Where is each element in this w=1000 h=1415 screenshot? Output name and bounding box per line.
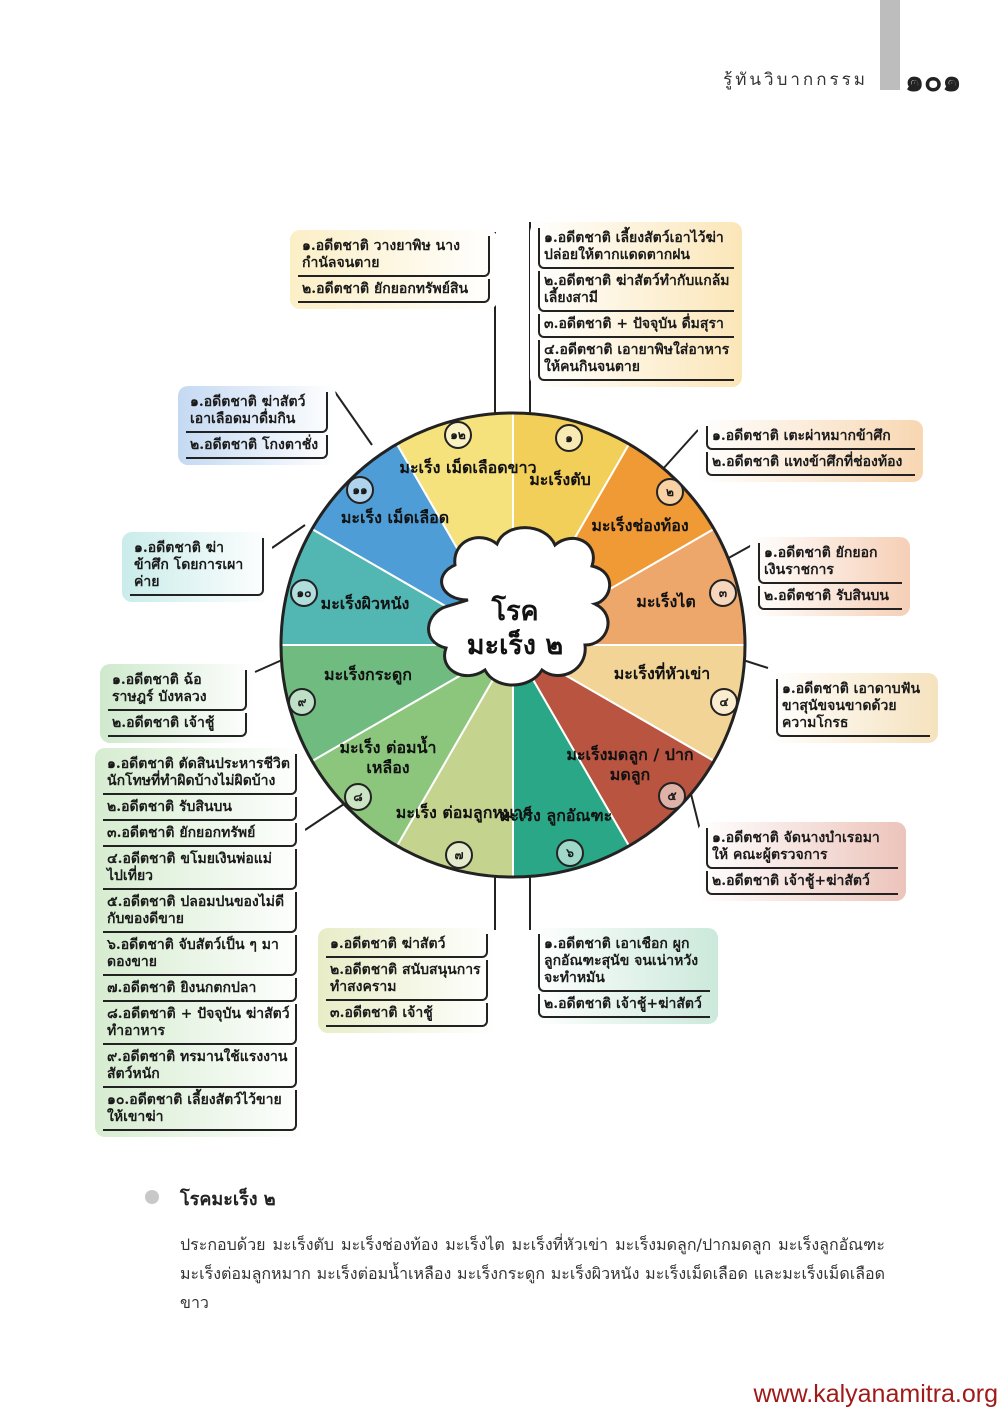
connector-line-5 (689, 789, 701, 831)
connector-line-11 (334, 391, 373, 446)
wheel-outline (279, 411, 747, 879)
causes-seg9-box: ๑.อดีตชาติ ฉ้อราษฎร์ บังหลวง๒.อดีตชาติ เ… (100, 664, 255, 743)
segment-number-2: ๒ (656, 478, 684, 506)
connector-line-8 (304, 799, 351, 831)
connector-line-2 (661, 429, 699, 471)
cause-item: ๑.อดีตชาติ จัดนางบำเรอมาให้ คณะผู้ตรวจกา… (706, 828, 898, 869)
segment-label-8: มะเร็ง ต่อมน้ำเหลือง (339, 738, 437, 777)
causes-seg6-box: ๑.อดีตชาติ เอาเชือก ผูกลูกอัณฑะสุนัข จนเ… (530, 928, 718, 1024)
cause-item: ๒.อดีตชาติ เจ้าชู้+ฆ่าสัตว์ (706, 871, 898, 895)
segment-number-1: ๑ (555, 424, 583, 452)
segment-number-8: ๘ (344, 783, 372, 811)
segment-number-10: ๑๐ (290, 579, 318, 607)
cause-item: ๑.อดีตชาติ ตัดสินประหารชีวิต นักโทษที่ทำ… (103, 754, 297, 795)
cause-item: ๕.อดีตชาติ ปลอมปนของไม่ดี กับของดีขาย (103, 892, 297, 933)
center-title: โรค มะเร็ง ๒ (440, 595, 590, 663)
cause-item: ๓.อดีตชาติ ยักยอกทรัพย์ (103, 823, 297, 847)
segment-label-1: มะเร็งตับ (529, 470, 591, 489)
segment-number-12: ๑๒ (444, 421, 472, 449)
segment-label-9: มะเร็งกระดูก (324, 665, 412, 684)
causes-seg10-box: ๑.อดีตชาติ ฆ่าข้าศึก โดยการเผาค่าย (122, 532, 272, 602)
segment-number-3: ๓ (709, 579, 737, 607)
running-title: รู้ทันวิบากกรรม (723, 70, 868, 90)
cause-item: ๒.อดีตชาติ เจ้าชู้+ฆ่าสัตว์ (538, 994, 710, 1018)
causes-seg8-box: ๑.อดีตชาติ ตัดสินประหารชีวิต นักโทษที่ทำ… (95, 748, 305, 1137)
causes-seg1-box: ๑.อดีตชาติ เลี้ยงสัตว์เอาไว้ฆ่า ปล่อยให้… (530, 222, 742, 387)
cause-item: ๒.อดีตชาติ โกงตาชั่ง (186, 435, 328, 459)
connector-line-3 (724, 544, 753, 561)
segment-label-4: มะเร็งที่หัวเข่า (613, 664, 711, 683)
page-number: ๑๐๑ (905, 64, 962, 99)
segment-number-9: ๙ (288, 688, 316, 716)
causes-seg12-box: ๑.อดีตชาติ วางยาพิษ นางกำนัลจนตาย๒.อดีตช… (290, 230, 498, 309)
causes-seg5-box: ๑.อดีตชาติ จัดนางบำเรอมาให้ คณะผู้ตรวจกา… (698, 822, 906, 901)
connector-line-9 (254, 659, 283, 673)
segment-label-12: มะเร็ง เม็ดเลือดขาว (399, 458, 537, 477)
cause-item: ๒.อดีตชาติ ฆ่าสัตว์ทำกับแกล้ม เลี้ยงสามี (538, 271, 734, 312)
causes-seg7-box: ๑.อดีตชาติ ฆ่าสัตว์๒.อดีตชาติ สนับสนุนกา… (318, 928, 496, 1033)
segment-label-5: มะเร็งมดลูก / ปากมดลูก (566, 745, 694, 784)
cause-item: ๑.อดีตชาติ เลี้ยงสัตว์เอาไว้ฆ่า ปล่อยให้… (538, 228, 734, 269)
connector-line-4 (742, 659, 769, 669)
cause-item: ๑.อดีตชาติ ฆ่าสัตว์ (326, 934, 488, 958)
footer-url: www.kalyanamitra.org (753, 1380, 998, 1408)
cause-item: ๑.อดีตชาติ ฉ้อราษฎร์ บังหลวง (108, 670, 247, 711)
segment-label-3: มะเร็งไต (636, 592, 696, 611)
cause-item: ๘.อดีตชาติ + ปัจจุบัน ฆ่าสัตว์ ทำอาหาร (103, 1004, 297, 1045)
center-line-1: โรค (491, 596, 539, 627)
cause-item: ๖.อดีตชาติ จับสัตว์เป็น ๆ มา ดองขาย (103, 935, 297, 976)
segment-number-5: ๕ (658, 782, 686, 810)
causes-seg4-box: ๑.อดีตชาติ เอาดาบฟัน ขาสุนัขจนขาดด้วย คว… (768, 673, 938, 743)
center-cloud-shape (427, 526, 612, 687)
cause-item: ๒.อดีตชาติ สนับสนุนการ ทำสงคราม (326, 960, 488, 1001)
cause-item: ๑.อดีตชาติ วางยาพิษ นางกำนัลจนตาย (298, 236, 490, 277)
header-bar (880, 0, 900, 90)
cause-item: ๑.อดีตชาติ ยักยอก เงินราชการ (758, 543, 902, 584)
cause-item: ๑.อดีตชาติ เตะผ่าหมากข้าศึก (706, 426, 915, 450)
center-line-2: มะเร็ง ๒ (466, 630, 564, 661)
causes-seg2-box: ๑.อดีตชาติ เตะผ่าหมากข้าศึก๒.อดีตชาติ แท… (698, 420, 923, 482)
cause-item: ๔.อดีตชาติ ขโมยเงินพ่อแม่ ไปเที่ยว (103, 849, 297, 890)
cause-item: ๙.อดีตชาติ ทรมานใช้แรงงาน สัตว์หนัก (103, 1047, 297, 1088)
segment-label-6: มะเร็ง ลูกอัณฑะ (499, 806, 613, 825)
segment-number-6: ๖ (556, 839, 584, 867)
causes-seg11-box: ๑.อดีตชาติ ฆ่าสัตว์ เอาเลือดมาดื่มกิน๒.อ… (178, 386, 336, 465)
cause-item: ๑.อดีตชาติ ฆ่าข้าศึก โดยการเผาค่าย (130, 538, 264, 596)
cause-item: ๒.อดีตชาติ เจ้าชู้ (108, 713, 247, 737)
section-title: โรคมะเร็ง ๒ (180, 1189, 276, 1210)
causes-seg3-box: ๑.อดีตชาติ ยักยอก เงินราชการ๒.อดีตชาติ ร… (750, 537, 910, 616)
cause-item: ๓.อดีตชาติ + ปัจจุบัน ดื่มสุรา (538, 314, 734, 338)
cause-item: ๑.อดีตชาติ เอาเชือก ผูกลูกอัณฑะสุนัข จนเ… (538, 934, 710, 992)
cause-item: ๑.อดีตชาติ ฆ่าสัตว์ เอาเลือดมาดื่มกิน (186, 392, 328, 433)
connector-line-10 (271, 524, 306, 549)
segment-label-10: มะเร็งผิวหนัง (320, 594, 410, 613)
cause-item: ๓.อดีตชาติ เจ้าชู้ (326, 1003, 488, 1027)
section-body: ประกอบด้วย มะเร็งตับ มะเร็งช่องท้อง มะเร… (180, 1235, 885, 1312)
cause-item: ๒.อดีตชาติ รับสินบน (103, 797, 297, 821)
segment-number-11: ๑๑ (346, 476, 374, 504)
cause-item: ๑.อดีตชาติ เอาดาบฟัน ขาสุนัขจนขาดด้วย คว… (776, 679, 930, 737)
segment-number-7: ๗ (445, 841, 473, 869)
segment-label-7: มะเร็ง ต่อมลูกหมาก (395, 803, 533, 822)
cause-item: ๒.อดีตชาติ แทงข้าศึกที่ช่องท้อง (706, 452, 915, 476)
segment-label-11: มะเร็ง เม็ดเลือด (340, 508, 450, 527)
cause-item: ๗.อดีตชาติ ยิงนกตกปลา (103, 978, 297, 1002)
segment-number-4: ๔ (710, 688, 738, 716)
cause-item: ๑๐.อดีตชาติ เลี้ยงสัตว์ไว้ขาย ให้เขาฆ่า (103, 1090, 297, 1131)
cause-item: ๒.อดีตชาติ ยักยอกทรัพย์สิน (298, 279, 490, 303)
section-bullet (145, 1190, 159, 1204)
segment-label-2: มะเร็งช่องท้อง (591, 516, 689, 535)
cause-item: ๔.อดีตชาติ เอายาพิษใส่อาหาร ให้คนกินจนตา… (538, 340, 734, 381)
cause-item: ๒.อดีตชาติ รับสินบน (758, 586, 902, 610)
